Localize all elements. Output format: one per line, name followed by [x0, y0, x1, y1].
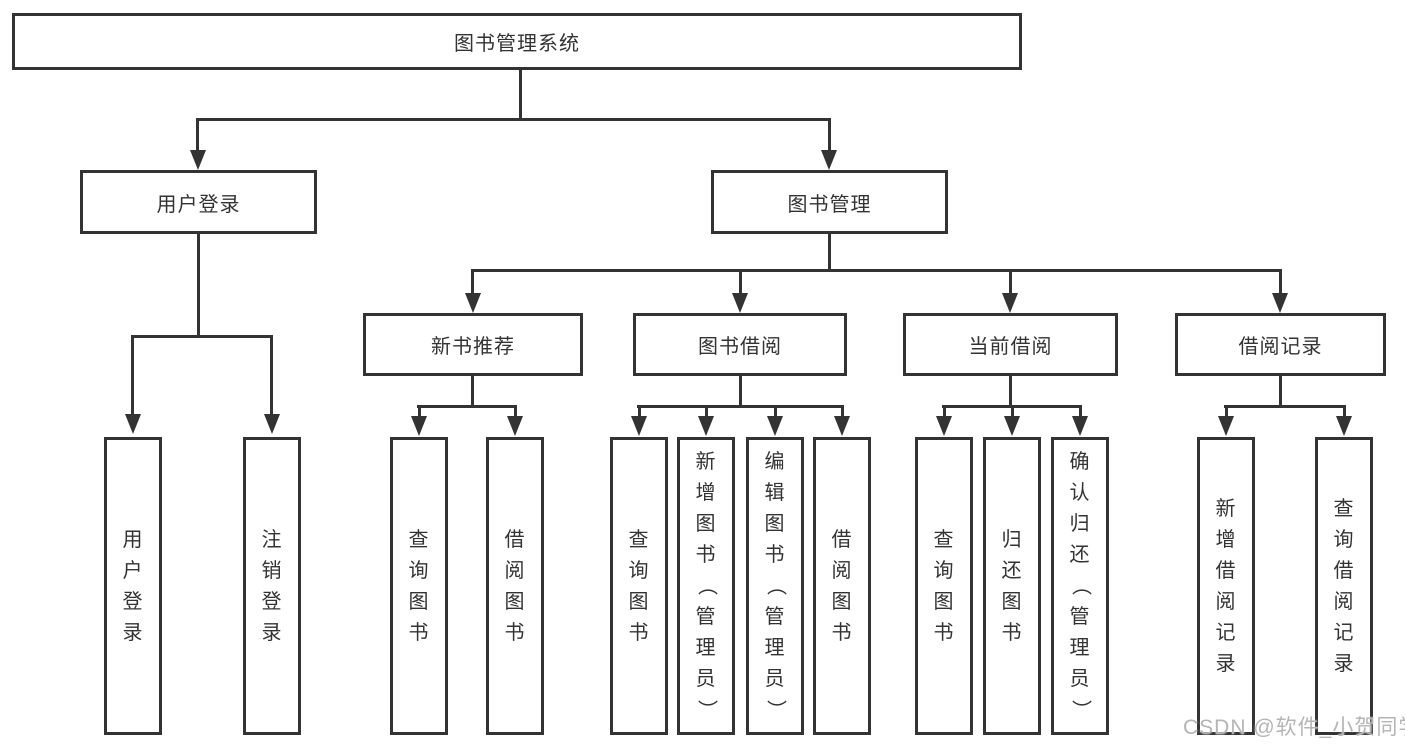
- connector-line: [828, 118, 831, 152]
- node-label: 注销登录: [261, 528, 283, 644]
- connector-line: [131, 335, 273, 338]
- connector-line: [471, 269, 474, 295]
- connector-line: [1009, 376, 1012, 408]
- connector-line: [471, 269, 1282, 272]
- arrow-down-icon: [1336, 416, 1352, 436]
- connector-line: [828, 234, 831, 272]
- connector-line: [471, 376, 474, 408]
- node-label: 用户登录: [156, 193, 241, 216]
- connector-line: [943, 405, 946, 419]
- arrow-down-icon: [732, 293, 748, 313]
- node-leaf-query-borrow-record: 查询借阅记录: [1315, 437, 1373, 735]
- node-leaf-add-borrow-record: 新增借阅记录: [1197, 437, 1255, 735]
- node-label: 用户登录: [122, 528, 144, 644]
- node-leaf-confirm-return-admin: 确认归还（管理员）: [1051, 437, 1109, 735]
- node-label: 查询借阅记录: [1333, 497, 1355, 675]
- connector-line: [1279, 269, 1282, 295]
- node-new-book-recommend: 新书推荐: [363, 313, 583, 376]
- connector-line: [1343, 405, 1346, 419]
- node-label: 查询图书: [933, 528, 955, 644]
- connector-line: [417, 405, 517, 408]
- node-leaf-borrow-books-1: 借阅图书: [486, 437, 544, 735]
- node-label: 当前借阅: [968, 336, 1053, 358]
- node-label: 查询图书: [408, 528, 430, 644]
- connector-line: [841, 405, 844, 419]
- node-leaf-query-books-3: 查询图书: [915, 437, 973, 735]
- arrow-down-icon: [1002, 293, 1018, 313]
- node-label: 新书推荐: [431, 336, 515, 358]
- connector-line: [1279, 376, 1282, 408]
- node-leaf-query-books-2: 查询图书: [610, 437, 668, 735]
- connector-line: [519, 70, 522, 119]
- node-label: 确认归还（管理员）: [1069, 451, 1091, 721]
- node-leaf-add-books-admin: 新增图书（管理员）: [677, 437, 735, 735]
- node-user-login: 用户登录: [80, 170, 317, 234]
- arrow-down-icon: [1072, 416, 1088, 436]
- arrow-down-icon: [631, 416, 647, 436]
- connector-line: [1011, 405, 1014, 419]
- connector-line: [514, 405, 517, 419]
- arrow-down-icon: [190, 150, 206, 170]
- node-label: 借阅图书: [831, 528, 853, 644]
- arrow-down-icon: [411, 416, 427, 436]
- connector-line: [637, 405, 843, 408]
- arrow-down-icon: [698, 416, 714, 436]
- arrow-down-icon: [264, 414, 280, 434]
- node-label: 借阅图书: [504, 528, 526, 644]
- node-label: 编辑图书（管理员）: [764, 451, 786, 721]
- arrow-down-icon: [465, 293, 481, 313]
- node-leaf-query-books-1: 查询图书: [390, 437, 448, 735]
- connector-line: [705, 405, 708, 419]
- connector-line: [638, 405, 641, 419]
- arrow-down-icon: [821, 150, 837, 170]
- node-label: 图书管理系统: [454, 33, 580, 55]
- connector-line: [197, 234, 200, 338]
- node-label: 图书管理: [787, 193, 872, 216]
- arrow-down-icon: [767, 416, 783, 436]
- node-label: 借阅记录: [1238, 336, 1323, 358]
- arrow-down-icon: [1272, 293, 1288, 313]
- connector-line: [1224, 405, 1345, 408]
- arrow-down-icon: [834, 416, 850, 436]
- node-label: 查询图书: [628, 528, 650, 644]
- node-leaf-logout: 注销登录: [243, 437, 301, 735]
- node-leaf-user-login: 用户登录: [104, 437, 162, 735]
- node-label: 新增图书（管理员）: [695, 451, 717, 721]
- arrow-down-icon: [125, 414, 141, 434]
- node-leaf-edit-books-admin: 编辑图书（管理员）: [746, 437, 804, 735]
- node-label: 归还图书: [1001, 528, 1023, 644]
- connector-line: [1009, 269, 1012, 295]
- connector-line: [270, 335, 273, 415]
- node-borrow-records: 借阅记录: [1175, 313, 1386, 376]
- node-label: 图书借阅: [698, 336, 782, 358]
- arrow-down-icon: [1004, 416, 1020, 436]
- node-label: 新增借阅记录: [1215, 497, 1237, 675]
- connector-line: [774, 405, 777, 419]
- arrow-down-icon: [936, 416, 952, 436]
- connector-line: [739, 269, 742, 295]
- node-leaf-borrow-books-2: 借阅图书: [813, 437, 871, 735]
- connector-line: [131, 335, 134, 415]
- connector-line: [196, 118, 199, 152]
- node-root-system: 图书管理系统: [12, 13, 1022, 70]
- node-book-borrow: 图书借阅: [633, 313, 847, 376]
- connector-line: [418, 405, 421, 419]
- arrow-down-icon: [1218, 416, 1234, 436]
- connector-line: [1225, 405, 1228, 419]
- node-leaf-return-books: 归还图书: [983, 437, 1041, 735]
- connector-line: [739, 376, 742, 408]
- node-current-borrow: 当前借阅: [903, 313, 1118, 376]
- csdn-watermark: CSDN @软件_小贺同学: [1183, 716, 1405, 739]
- arrow-down-icon: [507, 416, 523, 436]
- connector-line: [196, 118, 831, 121]
- node-book-management: 图书管理: [711, 170, 948, 234]
- connector-line: [1079, 405, 1082, 419]
